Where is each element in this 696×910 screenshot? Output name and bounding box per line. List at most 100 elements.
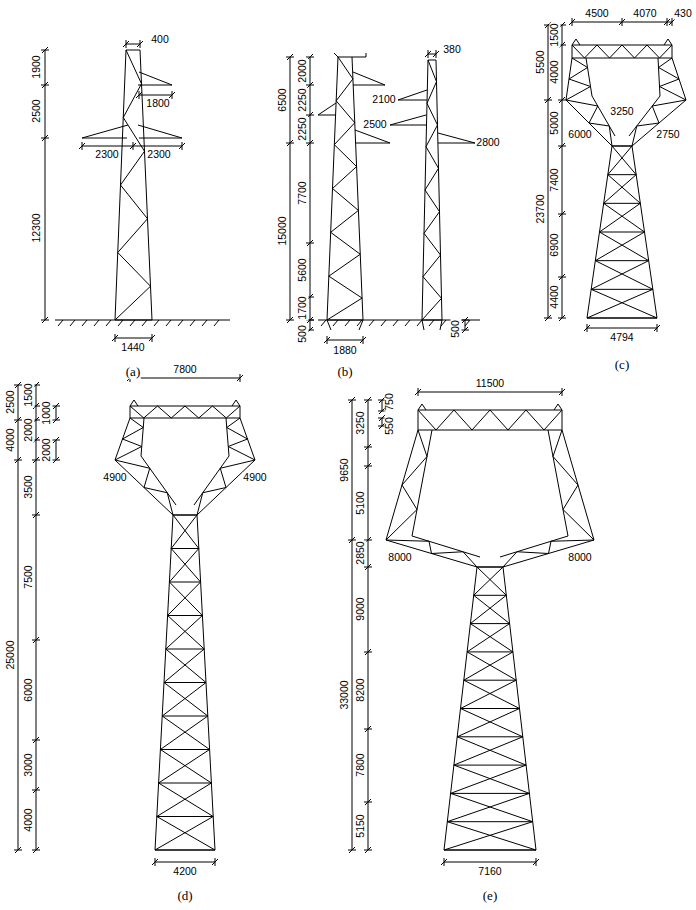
- tower-member: [563, 510, 594, 541]
- tower-member: [668, 39, 672, 45]
- figure-caption: (a): [125, 365, 141, 379]
- tower-member: [526, 410, 544, 430]
- dimension-tick: [584, 325, 590, 331]
- dimension-tick: [287, 54, 293, 60]
- tower-member: [240, 406, 241, 418]
- dimension-value: 2500: [5, 389, 16, 414]
- dimension-value: 3000: [23, 752, 34, 777]
- tower-member: [551, 540, 594, 541]
- tower-member: [334, 53, 338, 57]
- tower-member: [159, 783, 212, 784]
- tower-member: [169, 582, 202, 616]
- tower-member: [171, 515, 197, 549]
- tower-member: [428, 60, 437, 82]
- tower-member: [589, 123, 609, 126]
- tower-member: [463, 552, 477, 567]
- dimension-value: 33000: [339, 679, 350, 710]
- dimension-tick: [559, 274, 565, 280]
- tower-member: [160, 749, 209, 750]
- dimension-tick: [365, 726, 371, 732]
- tower-member: [600, 203, 641, 232]
- tower-member: [454, 765, 526, 766]
- ground-hatch: [130, 320, 135, 326]
- tower-member: [329, 254, 360, 276]
- tower-member: [604, 203, 641, 204]
- tower-member: [386, 510, 417, 541]
- dimension-value: 15000: [277, 215, 288, 246]
- tower-member: [134, 400, 138, 406]
- dimension-line: [562, 25, 563, 318]
- dimension-value: 1000: [41, 400, 52, 425]
- dimension-line: [428, 54, 436, 55]
- tower-member: [164, 649, 204, 683]
- dimension-value: 5100: [355, 490, 366, 515]
- dimension-value: 550: [384, 416, 395, 436]
- tower-member: [600, 232, 645, 233]
- ground-hatch: [118, 320, 123, 326]
- ground-hatch: [429, 320, 434, 326]
- dimension-tick: [33, 457, 39, 463]
- ground-hatch: [190, 320, 195, 326]
- dimension-value: 7800: [355, 752, 366, 777]
- dimension-value: 6500: [277, 87, 288, 112]
- tower-member: [228, 447, 255, 461]
- tower-member: [554, 404, 558, 410]
- dimension-tick: [462, 317, 468, 323]
- dimension-tick: [365, 463, 371, 469]
- dimension-value: 4400: [549, 284, 560, 309]
- tower-member: [424, 212, 440, 234]
- dimension-tick: [15, 417, 21, 423]
- dimension-value: 6900: [549, 232, 560, 257]
- tower-member: [572, 58, 672, 59]
- dimension-value: 1440: [120, 342, 145, 353]
- dimension-value: 7400: [549, 167, 560, 192]
- tower-member: [159, 750, 210, 784]
- tower-member: [457, 737, 526, 765]
- tower-member: [454, 410, 472, 430]
- tower-member: [422, 320, 424, 330]
- tower-member: [227, 428, 248, 440]
- tower-member: [558, 404, 562, 410]
- tower-member: [553, 457, 578, 486]
- tower-member: [115, 447, 142, 461]
- tower-member: [427, 103, 438, 125]
- dimension-line: [310, 320, 311, 330]
- tower-member: [121, 151, 145, 185]
- dimension-value: 4000: [23, 807, 34, 832]
- tower-member: [595, 260, 648, 261]
- dimension-tick: [33, 847, 39, 853]
- dimension-line: [465, 320, 466, 330]
- dimension-value: 380: [442, 44, 462, 55]
- tower-member: [612, 146, 632, 147]
- ground-hatch: [345, 320, 350, 326]
- tower-member: [167, 493, 173, 515]
- tower-member: [447, 793, 529, 821]
- tower-member: [423, 277, 442, 299]
- ground-hatch: [178, 320, 183, 326]
- dimension-value: 4000: [549, 59, 560, 84]
- tower-member: [472, 410, 490, 430]
- tower-member: [423, 255, 441, 277]
- dimension-line: [36, 385, 37, 850]
- tower-member: [470, 595, 506, 623]
- tower-member: [595, 232, 644, 261]
- tower-member: [503, 540, 594, 567]
- ground-hatch: [381, 320, 386, 326]
- tower-member: [197, 460, 255, 515]
- dimension-tick: [123, 41, 129, 47]
- dimension-value: 8200: [355, 677, 366, 702]
- tower-member: [168, 616, 205, 650]
- tower-member: [503, 552, 517, 567]
- tower-member: [227, 418, 240, 428]
- tower-member: [566, 100, 612, 146]
- tower-member: [166, 649, 206, 683]
- tower-member: [572, 39, 576, 45]
- tower-member: [426, 125, 438, 147]
- tower-member: [563, 485, 578, 510]
- tower-member: [658, 58, 660, 96]
- dimension-tick: [212, 859, 218, 865]
- tower-member: [587, 318, 657, 319]
- dimension-tick: [149, 335, 155, 341]
- dimension-value: 3500: [23, 474, 34, 499]
